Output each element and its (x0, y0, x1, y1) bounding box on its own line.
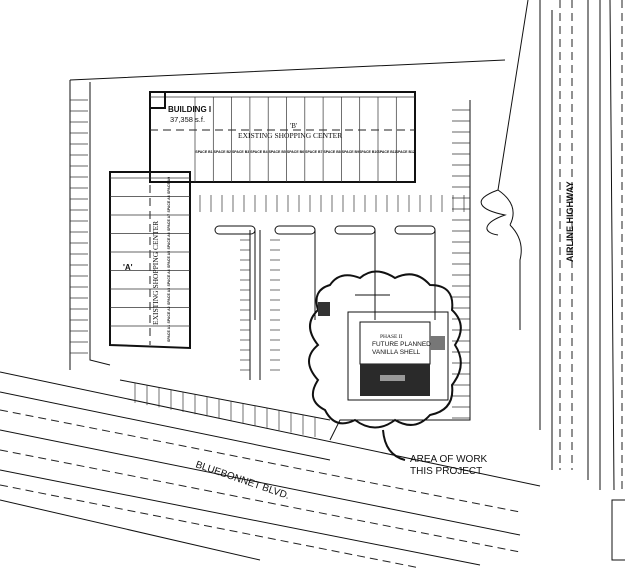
space-label: SPACE A6 (167, 232, 171, 249)
airline-highway: AIRLINE HIGHWAY (480, 0, 623, 491)
space-label: SPACE B2 (214, 150, 231, 154)
space-label: SPACE A5 (167, 251, 171, 268)
legend-box (611, 499, 625, 561)
parking-island (274, 225, 316, 235)
space-label: SPACE B1 (195, 150, 212, 154)
space-label: SPACE B12 (396, 150, 415, 154)
parking-lot (69, 59, 506, 441)
parking-island (334, 225, 376, 235)
phase2-line3: VANILLA SHELL (372, 349, 421, 356)
space-label: SPACE B5 (269, 150, 286, 154)
building-b-label: 'B' (290, 122, 297, 130)
area-of-work-cloud: PHASE II FUTURE PLANNED VANILLA SHELL AR… (308, 270, 488, 477)
space-label: SPACE B9 (342, 150, 359, 154)
building-a-label: 'A' (123, 263, 133, 272)
phase2-line2: FUTURE PLANNED (372, 341, 431, 348)
space-label: SPACE B7 (305, 150, 322, 154)
parking-island (214, 225, 256, 235)
building-b-name: EXISTING SHOPPING CENTER (238, 131, 342, 140)
space-label: SPACE B11 (378, 150, 397, 154)
space-label: SPACE A2 (167, 306, 171, 323)
building-i-area: 37,358 s.f. (170, 115, 205, 124)
airline-highway-label: AIRLINE HIGHWAY (565, 181, 575, 262)
callout-line1: AREA OF WORK (410, 454, 488, 465)
space-label: SPACE A1 (167, 325, 171, 342)
callout-line2: THIS PROJECT (410, 466, 482, 477)
space-label: SPACE A3 (167, 288, 171, 305)
space-label: SPACE A9 (167, 177, 171, 194)
parking-island (394, 225, 436, 235)
space-label: SPACE B3 (232, 150, 249, 154)
phase2-line1: PHASE II (380, 334, 403, 340)
building-i-label: BUILDING I (168, 105, 211, 114)
space-label: SPACE A8 (167, 195, 171, 212)
bluebonnet-blvd-label: BLUEBONNET BLVD. (194, 459, 291, 501)
space-label: SPACE B8 (323, 150, 340, 154)
space-label: SPACE B10 (359, 150, 378, 154)
space-label: SPACE B6 (287, 150, 304, 154)
space-label: SPACE A4 (167, 269, 171, 286)
space-label: SPACE B4 (250, 150, 267, 154)
space-label: SPACE A7 (167, 214, 171, 231)
building-a-name: EXISTING SHOPPING CENTER (151, 221, 160, 325)
